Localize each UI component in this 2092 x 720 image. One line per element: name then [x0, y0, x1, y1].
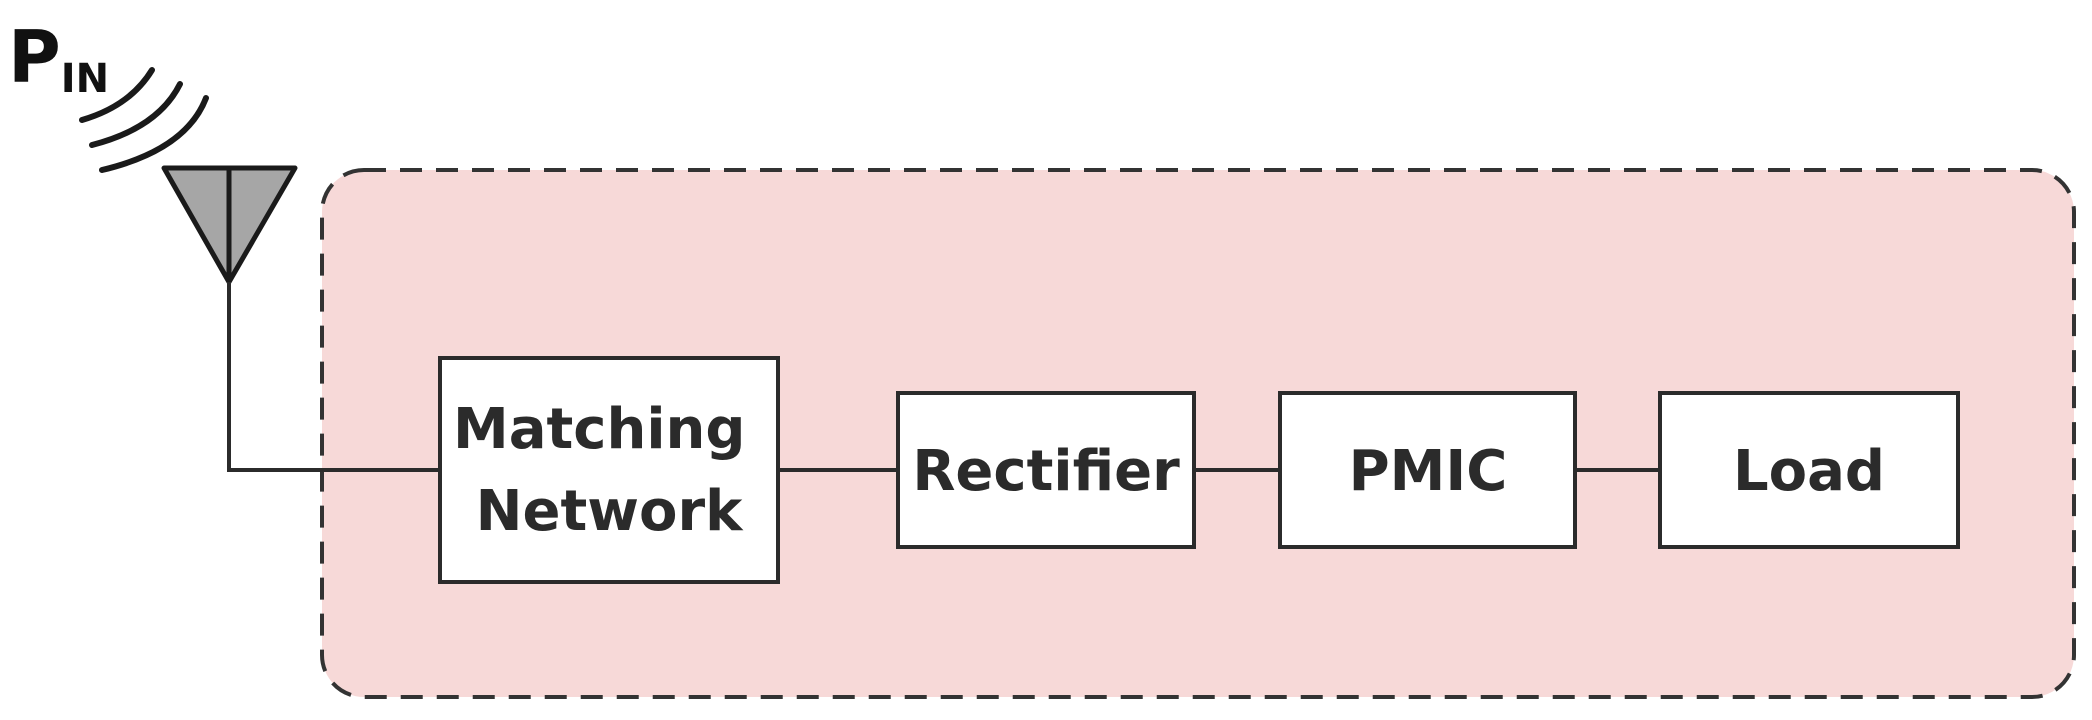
pmic-label: PMIC	[1349, 439, 1508, 504]
pmic-block: PMIC	[1278, 391, 1577, 549]
load-label: Load	[1733, 439, 1885, 504]
rectifier-block: Rectifier	[896, 391, 1196, 549]
antenna-icon	[161, 165, 298, 285]
signal-path	[227, 282, 1660, 472]
load-block: Load	[1658, 391, 1960, 549]
rectifier-label: Rectifier	[912, 439, 1180, 504]
matching-network-label: Matching Network	[453, 397, 765, 544]
antenna-to-matching-wire	[227, 282, 440, 472]
rf-waves-icon	[79, 67, 209, 173]
matching-network-block: Matching Network	[438, 356, 780, 584]
input-power-label: PIN	[8, 15, 109, 102]
matching-network-label-line1: Matching	[453, 397, 746, 462]
input-power-label-subscript: IN	[61, 56, 109, 102]
matching-network-label-line2: Network	[476, 479, 744, 544]
input-power-label-main: P	[8, 15, 61, 99]
